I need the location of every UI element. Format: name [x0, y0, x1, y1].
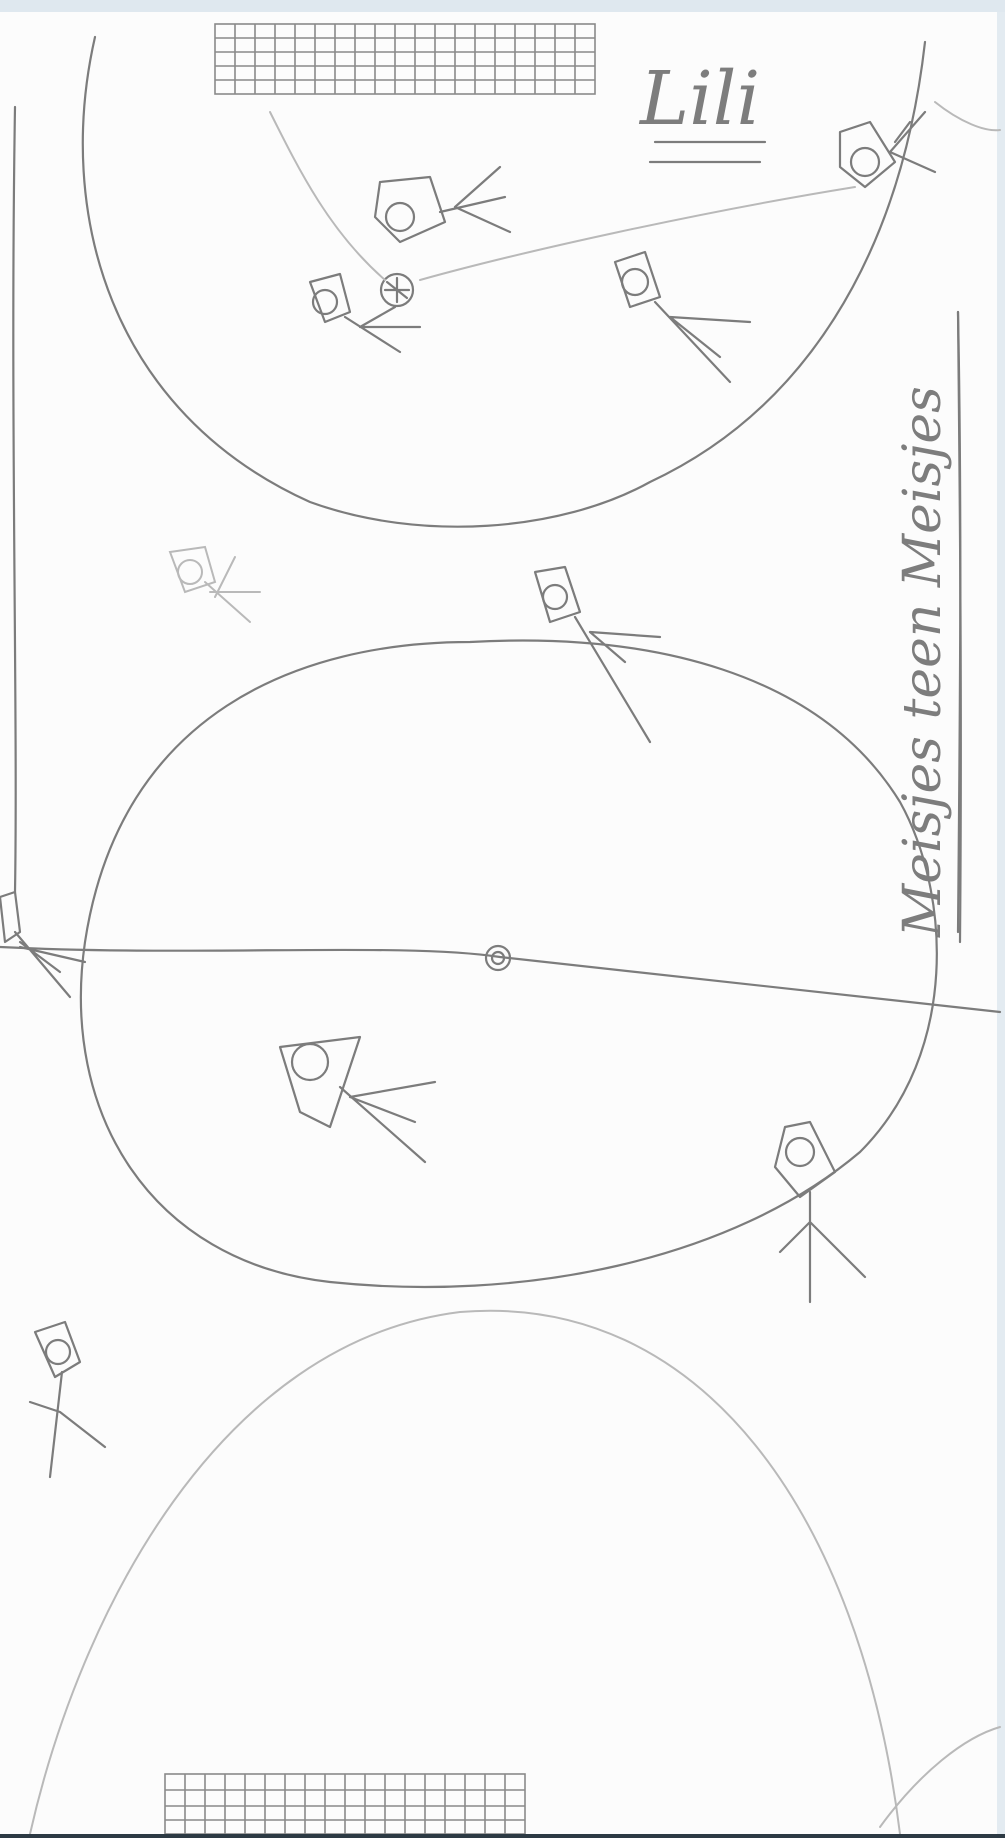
player-6 — [535, 567, 660, 742]
caption-text: Meisjes teen Meisjes — [893, 386, 953, 938]
top-goal-net — [215, 24, 595, 94]
bottom-goal-net — [165, 1774, 525, 1834]
player-2 — [310, 274, 420, 352]
top-penalty-arc — [83, 37, 925, 527]
left-sideline — [13, 107, 15, 892]
top-right-corner-arc — [935, 102, 1000, 130]
player-9 — [775, 1122, 865, 1302]
halfway-line — [0, 947, 1000, 1012]
player-8 — [280, 1037, 435, 1162]
player-10 — [30, 1322, 105, 1477]
player-1 — [375, 167, 510, 242]
signature-text: Lili — [638, 56, 760, 142]
player-7 — [0, 892, 85, 997]
player-3 — [615, 252, 750, 382]
player-4 — [840, 112, 935, 187]
signature-underline — [650, 142, 765, 162]
player-5 — [170, 547, 260, 622]
pass-line-2 — [270, 112, 385, 280]
bottom-penalty-arc — [30, 1311, 900, 1834]
pencil-drawing: Lili Meisjes teen Meisjes — [0, 12, 1005, 1834]
ball-top — [381, 274, 413, 306]
